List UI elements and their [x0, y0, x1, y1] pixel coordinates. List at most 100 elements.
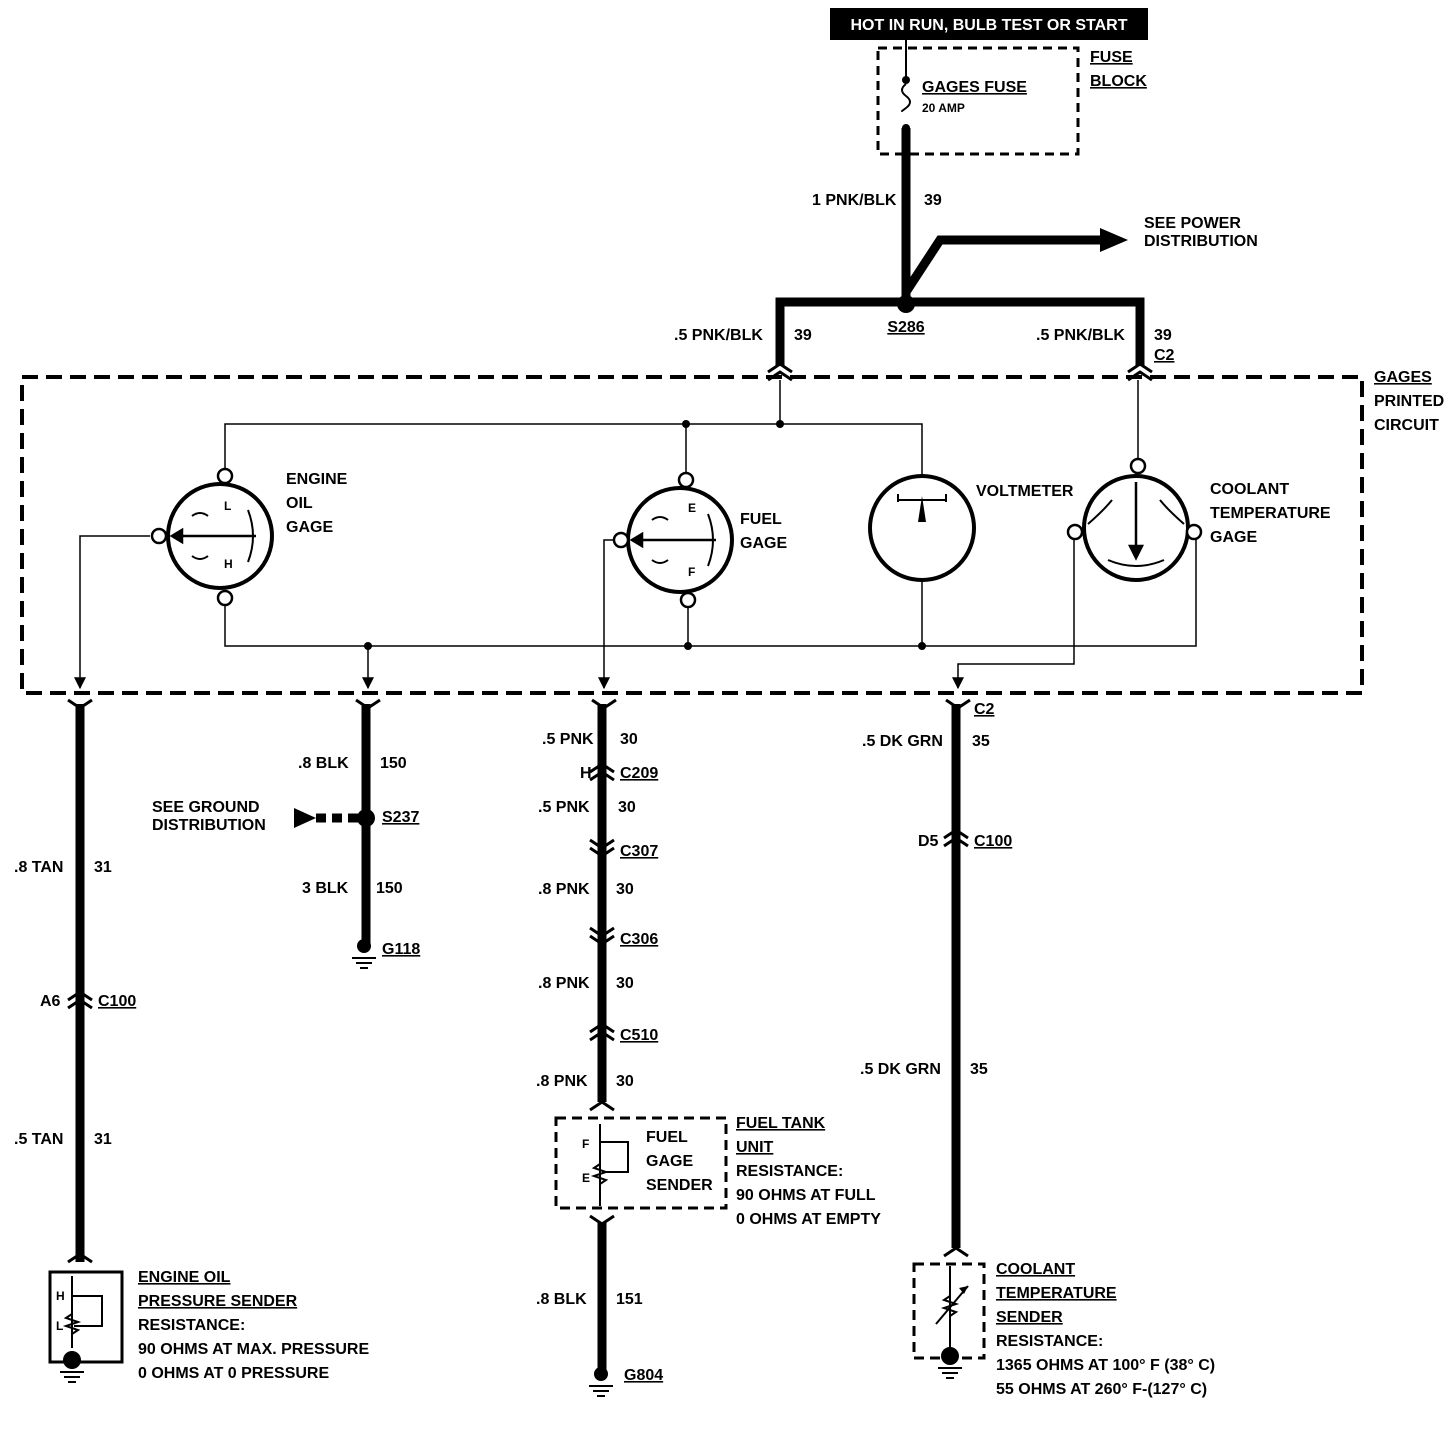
coolant-wire-2: .5 DK GRN: [860, 1061, 941, 1078]
oil-circuit-lower: 31: [94, 1131, 112, 1148]
oil-sender-res-2: 0 OHMS AT 0 PRESSURE: [138, 1365, 329, 1382]
power-dist-arrow-icon: [1100, 228, 1128, 252]
g118-ground-symbol-icon: [352, 957, 376, 969]
oil-wire-upper: .8 TAN: [14, 859, 63, 876]
oil-c100-pin: A6: [40, 993, 61, 1010]
fuse-rating: 20 AMP: [922, 101, 965, 115]
fuel-wire-5: .8 PNK: [536, 1073, 588, 1090]
fuel-c306-connector: [589, 926, 615, 946]
coolant-c100-connector: [943, 828, 969, 848]
ground-dot-2: [684, 642, 692, 650]
coolant-circuit-2: 35: [970, 1061, 988, 1078]
fuse-block-box: [876, 46, 1080, 156]
oil-gauge-high: H: [224, 557, 233, 571]
left-wire-label: .5 PNK/BLK: [674, 327, 763, 344]
coolant-c100-conn: C100: [974, 833, 1012, 850]
oil-sender-resistor-icon: [62, 1295, 103, 1335]
fuel-c209-conn: C209: [620, 765, 658, 782]
fuel-unit-2: UNIT: [736, 1139, 774, 1156]
coolant-sender-connector: [943, 1246, 969, 1258]
fuel-unit-1: FUEL TANK: [736, 1115, 826, 1132]
internal-coolant-signal: [952, 532, 1075, 690]
fuel-sender-resistor-icon: [590, 1141, 629, 1185]
voltmeter: [868, 474, 976, 582]
fuel-circuit-3: 30: [616, 881, 634, 898]
fuel-gauge: [612, 471, 734, 609]
ground-dist-arrow-icon: [294, 808, 316, 828]
fuel-tank-unit-box: [554, 1116, 728, 1210]
fuel-circuit-6: 151: [616, 1291, 643, 1308]
printed-circuit-2: PRINTED: [1374, 393, 1444, 410]
feed-wire-label: 1 PNK/BLK: [812, 192, 897, 209]
left-circuit: 39: [794, 327, 812, 344]
power-dist-branch: [902, 235, 1108, 295]
coolant-sender-name-3: SENDER: [996, 1309, 1063, 1326]
coolant-wire-1: .5 DK GRN: [862, 733, 943, 750]
fuel-circuit-4: 30: [616, 975, 634, 992]
coolant-sender-ground-symbol-icon: [938, 1367, 962, 1379]
engine-oil-gauge: [150, 467, 274, 607]
fuel-sender-name-3: SENDER: [646, 1177, 713, 1194]
coolant-temperature-gauge: [1066, 457, 1203, 582]
right-conn: C2: [1154, 347, 1175, 364]
fuel-gauge-empty: E: [688, 501, 696, 515]
coolant-res-1: 1365 OHMS AT 100° F (38° C): [996, 1357, 1215, 1374]
g118-label: G118: [382, 941, 420, 958]
fuel-sender-f: F: [582, 1137, 589, 1151]
oil-sender-l: L: [56, 1319, 63, 1333]
right-circuit: 39: [1154, 327, 1172, 344]
splice-s286: [897, 295, 915, 313]
coolant-c100-pin: D5: [918, 833, 939, 850]
fuel-c510-connector: [589, 1022, 615, 1042]
oil-sender-name-1: ENGINE OIL: [138, 1269, 231, 1286]
coolant-res-label: RESISTANCE:: [996, 1333, 1103, 1350]
voltmeter-label: VOLTMETER: [976, 483, 1074, 500]
right-wire-label: .5 PNK/BLK: [1036, 327, 1125, 344]
internal-oil-signal: [74, 535, 150, 690]
coolant-circuit-1: 35: [972, 733, 990, 750]
power-dist-1: SEE POWER: [1144, 215, 1241, 232]
ground-circuit-lower: 150: [376, 880, 403, 897]
splice-s237: [357, 809, 375, 827]
power-dist-2: DISTRIBUTION: [1144, 233, 1258, 250]
fuel-wire-2: .5 PNK: [538, 799, 590, 816]
fuel-res-label: RESISTANCE:: [736, 1163, 843, 1180]
fuel-wire-1: .5 PNK: [542, 731, 594, 748]
fuel-sender-top-connector: [589, 1100, 615, 1112]
fuel-circuit-1: 30: [620, 731, 638, 748]
oil-c100-connector: [67, 990, 93, 1010]
fuel-circuit-2: 30: [618, 799, 636, 816]
coolant-conn-top: C2: [974, 701, 995, 718]
oil-gauge-label-3: GAGE: [286, 519, 333, 536]
coolant-sender-ground-icon: [941, 1347, 959, 1365]
g804-ground-symbol-icon: [589, 1385, 613, 1397]
fuel-c510-conn: C510: [620, 1027, 658, 1044]
fuel-sender-name-1: FUEL: [646, 1129, 688, 1146]
coolant-thermistor-arrow-icon: [959, 1286, 968, 1294]
oil-gauge-label-2: OIL: [286, 495, 313, 512]
bus-dot-1: [776, 420, 784, 428]
fuse-terminal-top: [902, 76, 910, 84]
printed-circuit-1: GAGES: [1374, 369, 1432, 386]
ground-wire-lower: 3 BLK: [302, 880, 349, 897]
fuel-gauge-full: F: [688, 565, 695, 579]
fuel-wire-4: .8 PNK: [538, 975, 590, 992]
coolant-sender-name-2: TEMPERATURE: [996, 1285, 1117, 1302]
fuel-wire-3: .8 PNK: [538, 881, 590, 898]
g804-ground-dot-icon: [594, 1367, 608, 1381]
printed-circuit-box: [20, 375, 1364, 695]
ground-wire-upper: .8 BLK: [298, 755, 349, 772]
fuel-c307-conn: C307: [620, 843, 658, 860]
fuel-gauge-label-2: GAGE: [740, 535, 787, 552]
fuel-c209-connector: [589, 762, 615, 782]
internal-fuel-signal: [598, 539, 614, 690]
internal-ground-bus: [224, 580, 923, 647]
oil-sender-res-1: 90 OHMS AT MAX. PRESSURE: [138, 1341, 369, 1358]
fuse-block-title-1: FUSE: [1090, 49, 1133, 66]
splice-s237-label: S237: [382, 809, 419, 826]
feed-circuit: 39: [924, 192, 942, 209]
oil-sender-h: H: [56, 1289, 65, 1303]
fuse-name: GAGES FUSE: [922, 79, 1027, 96]
oil-gauge-low: L: [224, 499, 231, 513]
coolant-gauge-label-1: COOLANT: [1210, 481, 1289, 498]
